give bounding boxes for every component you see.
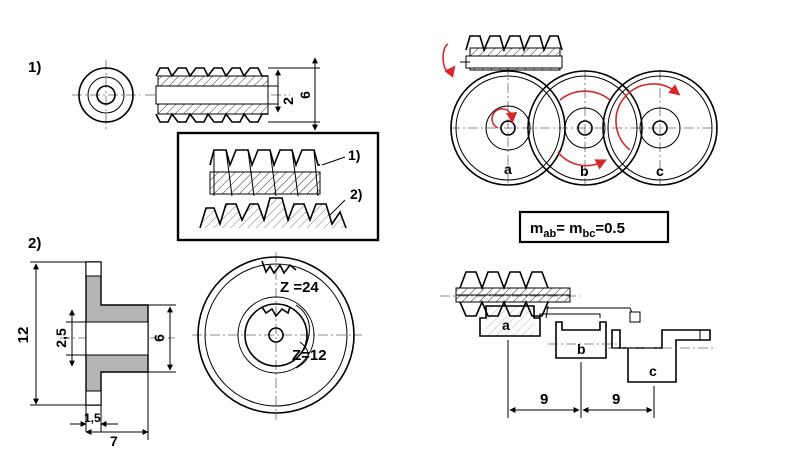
- worm-side-view: [145, 67, 300, 123]
- wheel-label-c: c: [656, 163, 664, 179]
- svg-text:mab= mbc=0.5: mab= mbc=0.5: [530, 220, 625, 240]
- worm-inner-dim-label: 2: [280, 97, 296, 105]
- gear-teeth-outer-label: Z =24: [280, 279, 319, 296]
- rotation-arrow-b: [557, 90, 611, 165]
- spacing-ab-label: 9: [540, 391, 548, 408]
- mesh-detail-box: 1) 2): [176, 131, 380, 242]
- gear-height-dim-label: 12: [15, 327, 32, 344]
- ratio-sub2: bc: [582, 228, 595, 240]
- gear-cross-section: [60, 261, 175, 406]
- rotation-arrow-c: [615, 83, 681, 151]
- gear-dimension-bore: 2,5: [53, 309, 86, 367]
- gear-dimension-hub: 6: [148, 304, 176, 373]
- gear-dimension-rim: 1,5: [70, 405, 118, 432]
- spacing-bc-label: 9: [612, 391, 620, 408]
- wheel-label-a: a: [504, 161, 512, 177]
- gear-hub-dim-label: 6: [151, 334, 167, 342]
- worm-end-view: [72, 60, 140, 130]
- ratio-m1: m: [530, 220, 543, 237]
- worm-dimension-outer: 6: [297, 57, 320, 131]
- gear-train-top: a b c: [442, 35, 720, 186]
- gear-front-view: Z =24 Z=12: [192, 252, 362, 420]
- gear-rim-dim-label: 1,5: [84, 411, 101, 425]
- ratio-box: mab= mbc=0.5: [518, 210, 670, 244]
- rotation-arrow-a: [491, 108, 518, 129]
- gear-train-side-view: a b c: [440, 271, 716, 383]
- side-label-b: b: [577, 341, 586, 357]
- gear-dimension-width: 7: [85, 372, 149, 449]
- worm-dimension-inner: 2: [275, 69, 296, 113]
- ratio-eq1: =: [556, 220, 569, 237]
- ratio-sub1: ab: [543, 228, 556, 240]
- gear-bore-dim-label: 2,5: [53, 328, 69, 348]
- rotation-arrow-worm: [442, 43, 456, 78]
- ratio-m2: m: [569, 220, 582, 237]
- gear-teeth-inner-label: Z=12: [292, 347, 327, 364]
- spacing-dimensions: 9 9: [507, 340, 655, 418]
- section-label-2: 2): [28, 235, 41, 252]
- gear-dimension-height: 12: [15, 261, 86, 406]
- side-label-c: c: [649, 363, 657, 379]
- section-label-1: 1): [28, 59, 41, 76]
- callout-worm-label: 1): [348, 147, 360, 163]
- ratio-value: =0.5: [595, 220, 625, 237]
- side-label-a: a: [502, 317, 510, 333]
- callout-gear-label: 2): [350, 186, 362, 202]
- wheel-label-b: b: [580, 163, 589, 179]
- gear-width-dim-label: 7: [110, 433, 118, 449]
- worm-outer-dim-label: 6: [297, 91, 313, 99]
